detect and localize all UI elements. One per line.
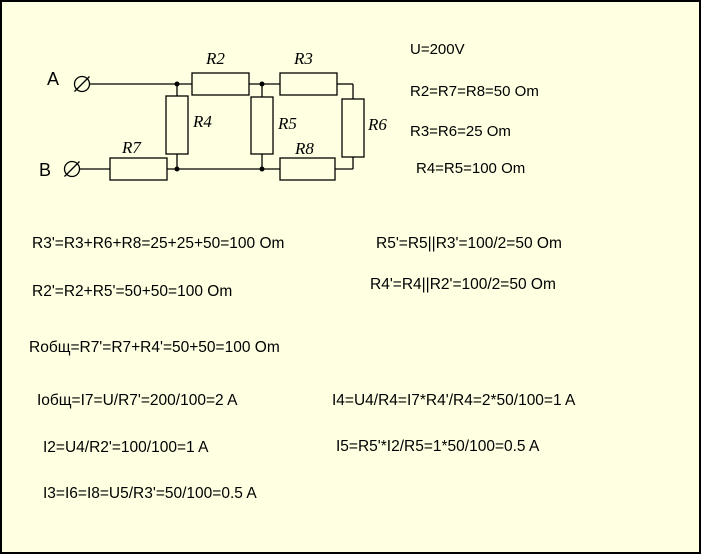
given-r2-r7-r8: R2=R7=R8=50 Om — [410, 83, 539, 100]
terminal-a-symbol — [73, 75, 91, 93]
junction-dot — [174, 166, 180, 172]
given-voltage: U=200V — [410, 41, 465, 58]
terminal-b-label: B — [39, 160, 51, 180]
given-r4-r5: R4=R5=100 Om — [416, 160, 526, 177]
circuit-diagram: A B R2 R3 R4 R5 R6 R7 R8 — [39, 49, 387, 181]
resistor-r8-body — [279, 157, 336, 181]
resistor-r5-body — [250, 96, 274, 155]
calc-r2-prime: R2'=R2+R5'=50+50=100 Om — [32, 283, 233, 300]
resistor-r8-label: R8 — [294, 139, 314, 158]
calc-i-total: Iобщ=I7=U/R7'=200/100=2 A — [37, 392, 238, 409]
calc-r-total: Rобщ=R7'=R7+R4'=50+50=100 Om — [29, 339, 280, 356]
terminal-b-symbol — [63, 160, 81, 178]
junction-dot — [259, 166, 265, 172]
calc-i5: I5=R5'*I2/R5=1*50/100=0.5 A — [336, 438, 540, 455]
resistor-r7-body — [109, 157, 168, 181]
terminal-a-label: A — [47, 69, 59, 89]
resistor-r7-label: R7 — [121, 138, 142, 157]
given-r3-r6: R3=R6=25 Om — [410, 123, 511, 140]
calc-i3: I3=I6=I8=U5/R3'=50/100=0.5 A — [43, 485, 257, 502]
calc-r4-prime: R4'=R4||R2'=100/2=50 Om — [370, 276, 556, 293]
resistor-r3-label: R3 — [293, 49, 313, 68]
resistor-r6-body — [341, 98, 365, 158]
resistor-r2-body — [191, 72, 250, 96]
junction-dot — [259, 81, 265, 87]
resistor-r2-label: R2 — [205, 49, 225, 68]
junction-dots — [174, 81, 265, 172]
calc-i2: I2=U4/R2'=100/100=1 A — [43, 439, 209, 456]
resistor-r4-body — [165, 95, 189, 155]
resistor-r5-label: R5 — [277, 114, 297, 133]
resistor-r3-body — [279, 72, 338, 96]
calc-i4: I4=U4/R4=I7*R4'/R4=2*50/100=1 A — [332, 392, 576, 409]
calc-r5-prime: R5'=R5||R3'=100/2=50 Om — [376, 235, 562, 252]
resistor-r6-label: R6 — [367, 115, 387, 134]
junction-dot — [174, 81, 180, 87]
resistor-r4-label: R4 — [192, 112, 212, 131]
calc-r3-prime: R3'=R3+R6+R8=25+25+50=100 Om — [32, 235, 285, 252]
